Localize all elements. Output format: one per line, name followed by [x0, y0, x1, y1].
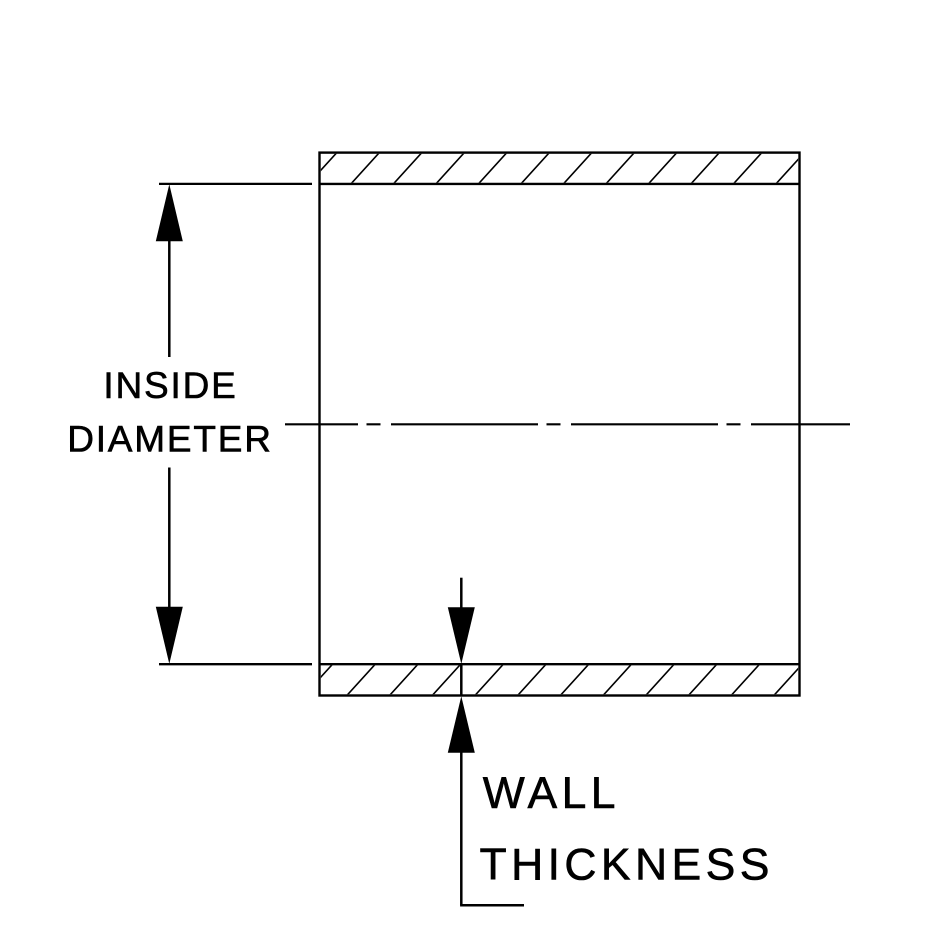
svg-text:THICKNESS: THICKNESS: [480, 840, 774, 889]
svg-text:DIAMETER: DIAMETER: [67, 418, 273, 459]
svg-text:INSIDE: INSIDE: [103, 365, 237, 406]
svg-text:WALL: WALL: [483, 769, 620, 818]
